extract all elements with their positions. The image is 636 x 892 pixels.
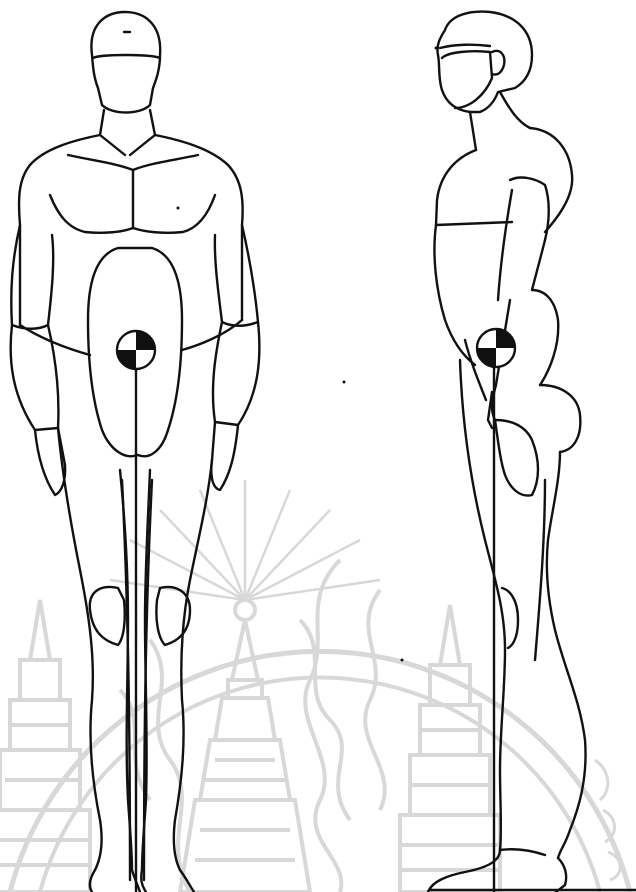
- front-collarbones: [68, 155, 198, 170]
- side-ankle: [500, 849, 545, 855]
- front-left-kneecap: [90, 587, 125, 645]
- front-left-foot: [90, 870, 140, 892]
- left-tower: [0, 600, 90, 892]
- side-neck-back: [500, 92, 530, 128]
- seal-outer-ring: [10, 651, 630, 892]
- front-chest-left: [50, 195, 133, 233]
- seal-script: [595, 760, 620, 880]
- side-chest: [436, 150, 512, 225]
- front-neck-right: [130, 110, 155, 155]
- front-right-hand: [211, 422, 238, 490]
- front-chest-right: [133, 195, 215, 233]
- side-hip-marker: [477, 329, 515, 367]
- side-belly: [434, 225, 475, 365]
- front-left-forearm: [11, 325, 59, 430]
- front-torso-left: [19, 135, 100, 325]
- front-right-forearm: [213, 322, 259, 425]
- side-upper-arm-front: [498, 190, 512, 300]
- side-upper-arm: [532, 290, 558, 385]
- side-back-lower: [532, 240, 545, 290]
- side-view-figure: [428, 12, 636, 892]
- side-brow: [440, 45, 490, 48]
- side-leg-front: [460, 360, 505, 850]
- right-tower: [400, 605, 500, 892]
- flame-ornaments: [120, 560, 385, 892]
- sun-disc: [235, 600, 255, 620]
- side-calf: [535, 480, 545, 660]
- side-face: [442, 51, 492, 108]
- side-neck-front: [470, 112, 476, 150]
- front-torso-right: [155, 135, 243, 320]
- front-hip-marker: [117, 331, 155, 369]
- front-left-upper-arm: [11, 225, 53, 329]
- side-buttock: [540, 385, 580, 452]
- side-head: [437, 12, 532, 112]
- side-hand: [495, 420, 538, 496]
- front-neck-left: [100, 110, 125, 155]
- front-hairline: [93, 55, 160, 58]
- side-shoulder: [510, 178, 549, 240]
- seal-watermark: [0, 480, 630, 892]
- side-ear: [492, 51, 504, 75]
- front-head: [91, 12, 160, 113]
- front-right-upper-arm: [215, 225, 258, 326]
